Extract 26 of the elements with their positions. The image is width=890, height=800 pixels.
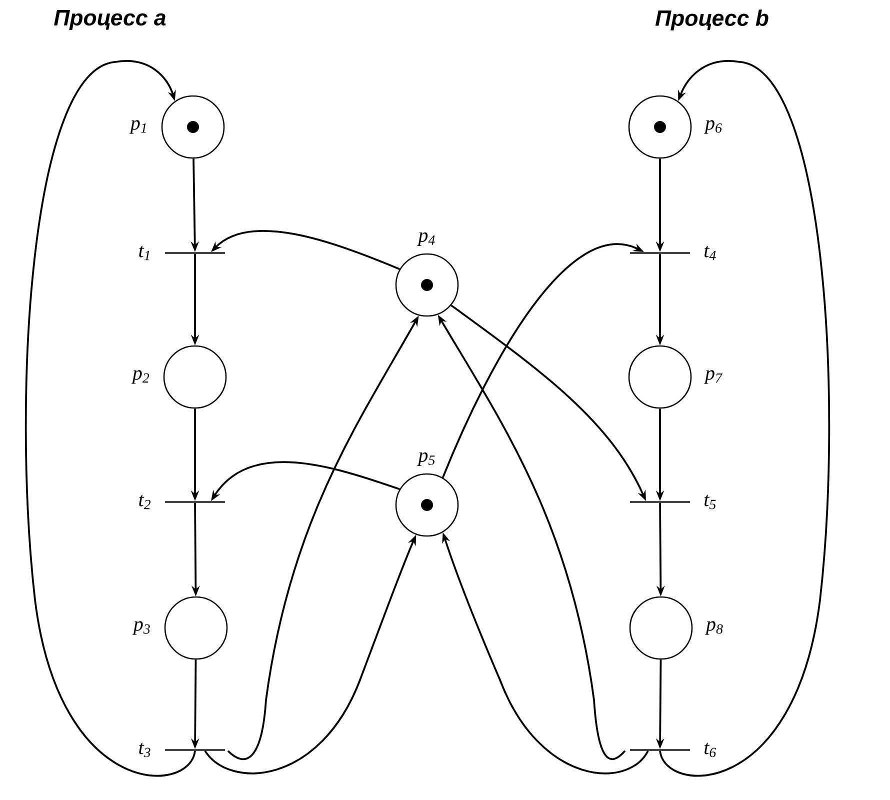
place-circle <box>395 253 459 317</box>
process-title: Процесс b <box>655 10 768 30</box>
place-circle <box>395 473 459 537</box>
place-label: p$_{2}$ <box>131 370 150 384</box>
place-label: p$_{1}$ <box>129 120 146 134</box>
place-label: p$_{7}$ <box>704 370 722 384</box>
place-circle <box>163 345 227 409</box>
place-label: p$_{6}$ <box>704 120 722 134</box>
arrow <box>24 60 196 777</box>
place-label: t$_{3}$ <box>139 742 150 758</box>
place-label: t$_{5}$ <box>704 494 716 510</box>
place-label: t$_{1}$ <box>139 246 150 260</box>
place-label: p$_{4}$ <box>417 232 435 246</box>
place-circle <box>164 596 228 660</box>
place-label: p$_{5}$ <box>417 452 435 466</box>
place-circle <box>629 596 693 660</box>
place-label: p$_{3}$ <box>132 621 150 635</box>
place-circle <box>628 95 692 159</box>
place-label: p$_{8}$ <box>704 621 723 635</box>
place-circle <box>161 95 225 159</box>
place-label: t$_{4}$ <box>704 246 716 260</box>
process-title: Процесс a <box>54 10 166 30</box>
arrow <box>659 60 830 777</box>
place-label: t$_{2}$ <box>139 494 150 510</box>
place-label: t$_{6}$ <box>704 742 716 758</box>
place-circle <box>628 345 692 409</box>
